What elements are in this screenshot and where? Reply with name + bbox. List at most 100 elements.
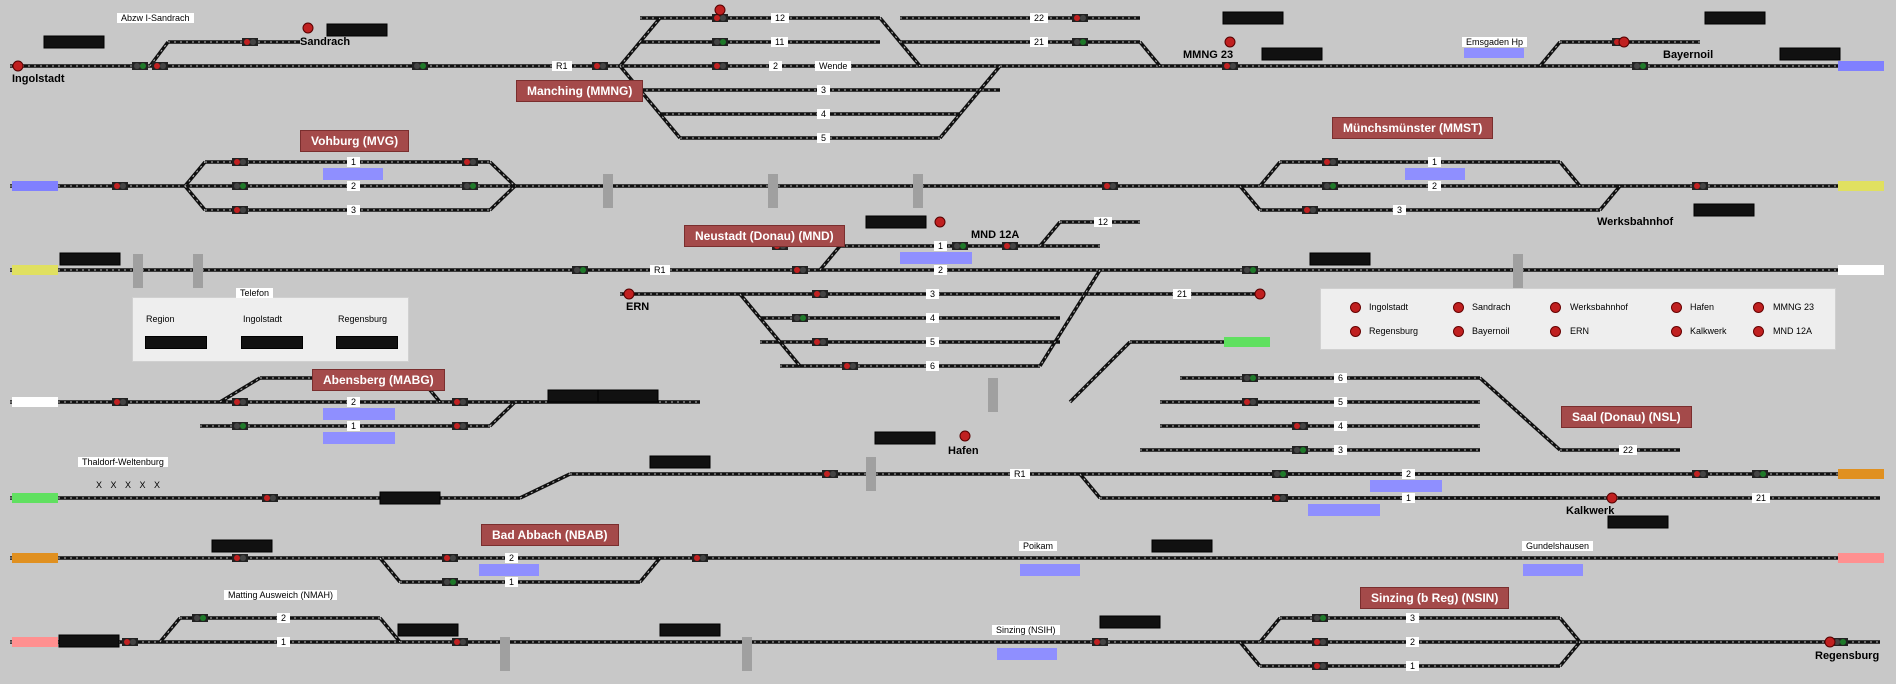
track-segment[interactable] (519, 472, 571, 500)
signal-lamp[interactable] (574, 267, 580, 273)
signal-lamp[interactable] (444, 579, 450, 585)
signal-lamp[interactable] (800, 315, 806, 321)
signal-lamp[interactable] (1080, 39, 1086, 45)
signal-lamp[interactable] (240, 399, 246, 405)
signal-lamp[interactable] (1300, 447, 1306, 453)
counter-display[interactable] (1779, 47, 1841, 61)
station-banner-manching[interactable]: Manching (MMNG) (516, 80, 644, 102)
main-signal-icon[interactable] (1254, 288, 1266, 300)
signal-lamp[interactable] (1104, 183, 1110, 189)
signal-lamp[interactable] (1074, 39, 1080, 45)
signal-lamp[interactable] (1230, 63, 1236, 69)
signal-lamp[interactable] (1330, 183, 1336, 189)
track-segment[interactable] (1538, 40, 1562, 68)
signal-lamp[interactable] (450, 579, 456, 585)
counter-display[interactable] (59, 252, 121, 266)
telefon-ingolstadt-button[interactable] (241, 336, 303, 349)
signal-lamp[interactable] (1320, 639, 1326, 645)
signal-lamp[interactable] (1094, 639, 1100, 645)
signal-lamp[interactable] (1250, 375, 1256, 381)
signal-lamp[interactable] (1300, 423, 1306, 429)
signal-lamp[interactable] (794, 267, 800, 273)
counter-display[interactable] (211, 539, 273, 553)
signal-lamp[interactable] (1324, 183, 1330, 189)
counter-display[interactable] (43, 35, 105, 49)
signal-lamp[interactable] (1274, 471, 1280, 477)
signal-lamp[interactable] (234, 555, 240, 561)
signal-lamp[interactable] (1320, 663, 1326, 669)
counter-display[interactable] (1693, 203, 1755, 217)
signal-lamp[interactable] (820, 339, 826, 345)
legend-item-ern[interactable]: ERN (1570, 326, 1590, 336)
counter-display[interactable] (597, 389, 659, 403)
signal-lamp[interactable] (240, 423, 246, 429)
signal-lamp[interactable] (460, 399, 466, 405)
signal-lamp[interactable] (1760, 471, 1766, 477)
signal-lamp[interactable] (1004, 243, 1010, 249)
track-segment[interactable] (488, 184, 517, 212)
counter-display[interactable] (1309, 252, 1371, 266)
signal-lamp[interactable] (120, 399, 126, 405)
signal-lamp[interactable] (470, 183, 476, 189)
signal-lamp[interactable] (694, 555, 700, 561)
signal-lamp[interactable] (850, 363, 856, 369)
station-banner-bad-abbach[interactable]: Bad Abbach (NBAB) (481, 524, 619, 546)
signal-lamp[interactable] (450, 555, 456, 561)
track-segment[interactable] (1478, 376, 1562, 452)
signal-lamp[interactable] (194, 615, 200, 621)
signal-lamp[interactable] (800, 267, 806, 273)
signal-lamp[interactable] (580, 267, 586, 273)
signal-lamp[interactable] (134, 63, 140, 69)
counter-display[interactable] (1151, 539, 1213, 553)
signal-lamp[interactable] (954, 243, 960, 249)
signal-lamp[interactable] (1224, 63, 1230, 69)
signal-lamp[interactable] (1304, 207, 1310, 213)
signal-lamp[interactable] (844, 363, 850, 369)
station-banner-neustadt[interactable]: Neustadt (Donau) (MND) (684, 225, 845, 247)
signal-lamp[interactable] (814, 291, 820, 297)
main-signal-icon[interactable] (623, 288, 635, 300)
track-segment[interactable] (1558, 640, 1582, 668)
main-signal-icon[interactable] (1824, 636, 1836, 648)
signal-lamp[interactable] (240, 207, 246, 213)
track-segment[interactable] (898, 40, 922, 68)
signal-lamp[interactable] (1320, 615, 1326, 621)
signal-lamp[interactable] (460, 639, 466, 645)
signal-lamp[interactable] (594, 63, 600, 69)
signal-lamp[interactable] (1834, 639, 1840, 645)
counter-display[interactable] (1261, 47, 1323, 61)
signal-lamp[interactable] (464, 183, 470, 189)
signal-lamp[interactable] (1250, 399, 1256, 405)
signal-lamp[interactable] (234, 423, 240, 429)
main-signal-icon[interactable] (714, 4, 726, 16)
signal-lamp[interactable] (140, 63, 146, 69)
signal-lamp[interactable] (714, 39, 720, 45)
track-segment[interactable] (1238, 184, 1262, 212)
signal-lamp[interactable] (1080, 15, 1086, 21)
signal-lamp[interactable] (824, 471, 830, 477)
signal-lamp[interactable] (420, 63, 426, 69)
signal-lamp[interactable] (250, 39, 256, 45)
signal-lamp[interactable] (1074, 15, 1080, 21)
signal-lamp[interactable] (1310, 207, 1316, 213)
signal-lamp[interactable] (1314, 615, 1320, 621)
legend-item-bayernoil[interactable]: Bayernoil (1472, 326, 1510, 336)
signal-lamp[interactable] (1700, 183, 1706, 189)
signal-lamp[interactable] (114, 399, 120, 405)
signal-lamp[interactable] (414, 63, 420, 69)
track-segment[interactable] (638, 556, 662, 584)
legend-item-mmng23[interactable]: MMNG 23 (1773, 302, 1815, 312)
station-banner-muenchsmuenster[interactable]: Münchsmünster (MMST) (1332, 117, 1494, 139)
track-segment[interactable] (378, 556, 402, 584)
counter-display[interactable] (865, 215, 927, 229)
track-segment[interactable] (1558, 160, 1582, 188)
signal-lamp[interactable] (600, 63, 606, 69)
signal-lamp[interactable] (1694, 471, 1700, 477)
track-segment[interactable] (1038, 220, 1062, 248)
signal-lamp[interactable] (1324, 159, 1330, 165)
signal-lamp[interactable] (700, 555, 706, 561)
signal-lamp[interactable] (234, 399, 240, 405)
legend-item-werksbahnhof[interactable]: Werksbahnhof (1570, 302, 1628, 312)
signal-lamp[interactable] (470, 159, 476, 165)
counter-display[interactable] (649, 455, 711, 469)
